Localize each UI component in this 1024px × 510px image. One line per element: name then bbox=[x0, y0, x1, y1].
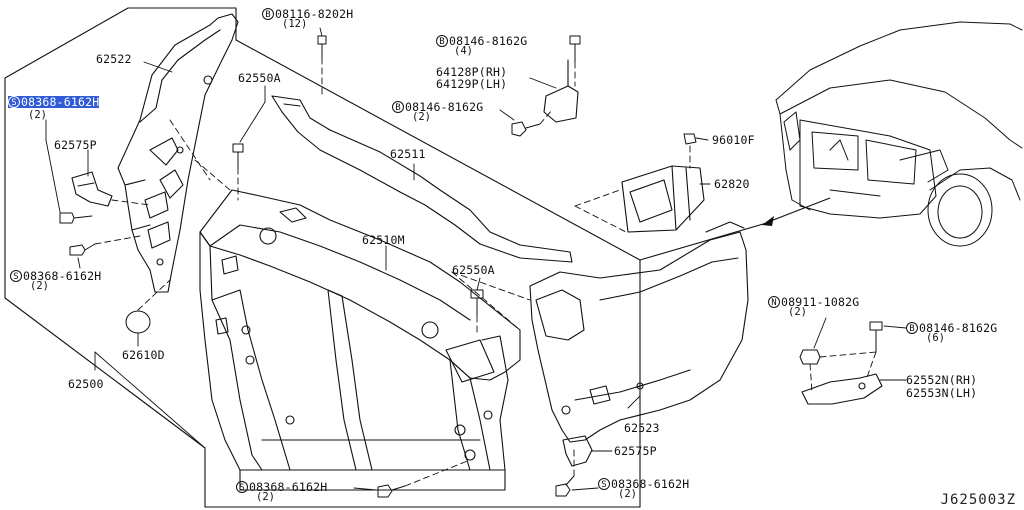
bracket-62575p-left bbox=[71, 171, 113, 207]
part-label-62523: 62523 bbox=[624, 421, 660, 435]
part-label-62820: 62820 bbox=[714, 177, 750, 191]
circle-s-icon: S bbox=[8, 96, 20, 108]
fastener-qty: (2) bbox=[412, 111, 431, 123]
fastener-qty: (2) bbox=[618, 488, 637, 500]
circle-b-icon: B bbox=[262, 8, 274, 20]
part-label-96010f: 96010F bbox=[712, 133, 755, 147]
fastener-qty: (4) bbox=[454, 45, 473, 57]
air-duct-62820 bbox=[621, 165, 705, 233]
part-label-62510m: 62510M bbox=[362, 233, 405, 247]
bracket-62575p-bottom bbox=[562, 435, 593, 467]
bracket-62552n bbox=[801, 373, 883, 405]
fastener-number: 08368-6162H bbox=[21, 95, 100, 109]
fastener-qty: (2) bbox=[30, 280, 49, 292]
part-label-62500: 62500 bbox=[68, 377, 104, 391]
part-label-62511: 62511 bbox=[390, 147, 426, 161]
side-member-62522 bbox=[117, 13, 239, 293]
part-label-62575p-bottom: 62575P bbox=[614, 444, 657, 458]
fastener-qty: (12) bbox=[282, 18, 308, 30]
circle-s-icon: S bbox=[10, 270, 22, 282]
fastener-qty: (2) bbox=[788, 306, 807, 318]
upper-member-62511 bbox=[271, 95, 573, 263]
part-label-62553n: 62553N(LH) bbox=[906, 386, 978, 400]
diagram-code: J625003Z bbox=[940, 492, 1016, 508]
inset-arrow bbox=[762, 197, 831, 226]
fastener-qty: (2) bbox=[256, 491, 275, 503]
part-label-62610d: 62610D bbox=[122, 348, 165, 362]
circle-b-icon: B bbox=[392, 101, 404, 113]
circle-b-icon: B bbox=[436, 35, 448, 47]
part-label-62550a-mid: 62550A bbox=[452, 263, 495, 277]
circle-s-icon: S bbox=[236, 481, 248, 493]
circle-s-icon: S bbox=[598, 478, 610, 490]
fastener-qty: (6) bbox=[926, 332, 945, 344]
side-member-62523 bbox=[529, 221, 749, 443]
fastener-qty: (2) bbox=[28, 109, 47, 121]
dashed-guides bbox=[94, 57, 877, 487]
circle-n-icon: N bbox=[768, 296, 780, 308]
vehicle-inset bbox=[775, 21, 1023, 247]
part-label-62575p-left: 62575P bbox=[54, 138, 97, 152]
part-label-62550a-top: 62550A bbox=[238, 71, 281, 85]
circle-b-icon: B bbox=[906, 322, 918, 334]
leader-lines bbox=[45, 27, 907, 491]
core-support-62510m bbox=[199, 189, 521, 491]
part-label-62552n: 62552N(RH) bbox=[906, 373, 978, 387]
part-label-62522: 62522 bbox=[96, 52, 132, 66]
part-label-64128p: 64128P(RH) bbox=[436, 65, 508, 79]
part-label-64129p: 64129P(LH) bbox=[436, 77, 508, 91]
hood-lock-stay-64128p bbox=[543, 59, 579, 123]
